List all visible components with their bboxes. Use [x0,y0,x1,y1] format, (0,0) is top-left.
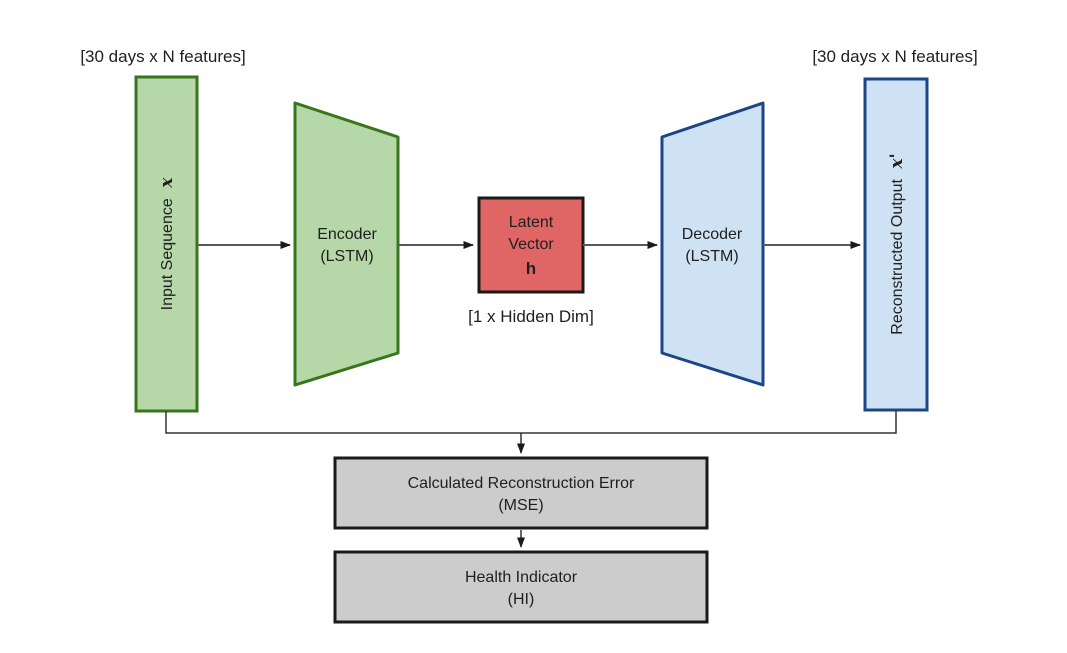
input-sequence-label: Input Sequence x [157,177,177,311]
error-collector-line [165,410,897,434]
reconstruction-error-label-line2: (MSE) [498,497,543,514]
reconstructed-output-box [863,77,929,412]
decoder-label-line1: Decoder [682,226,743,243]
latent-label-line1: Latent [509,214,554,231]
latent-label-line2: Vector [508,236,554,253]
reconstruction-error-box [333,456,709,530]
decoder-shape [660,101,765,387]
latent-math-symbol: h [526,259,536,278]
health-indicator-label-line2: (HI) [508,591,535,608]
reconstructed-output-label: Reconstructed Output x' [887,153,907,334]
latent-dims-label: [1 x Hidden Dim] [468,307,594,326]
input-math-symbol: x [157,177,177,189]
reconstruction-error-label-line1: Calculated Reconstruction Error [408,475,635,492]
decoder-label-line2: (LSTM) [685,248,738,265]
encoder-label-line2: (LSTM) [320,248,373,265]
health-indicator-box [333,550,709,624]
input-sequence-box [134,75,199,413]
encoder-shape [293,101,400,387]
output-shape-dims-label: [30 days x N features] [812,47,977,66]
encoder-label-line1: Encoder [317,226,377,243]
output-math-symbol: x' [887,153,907,169]
health-indicator-label-line1: Health Indicator [465,569,578,586]
input-shape-dims-label: [30 days x N features] [80,47,245,66]
